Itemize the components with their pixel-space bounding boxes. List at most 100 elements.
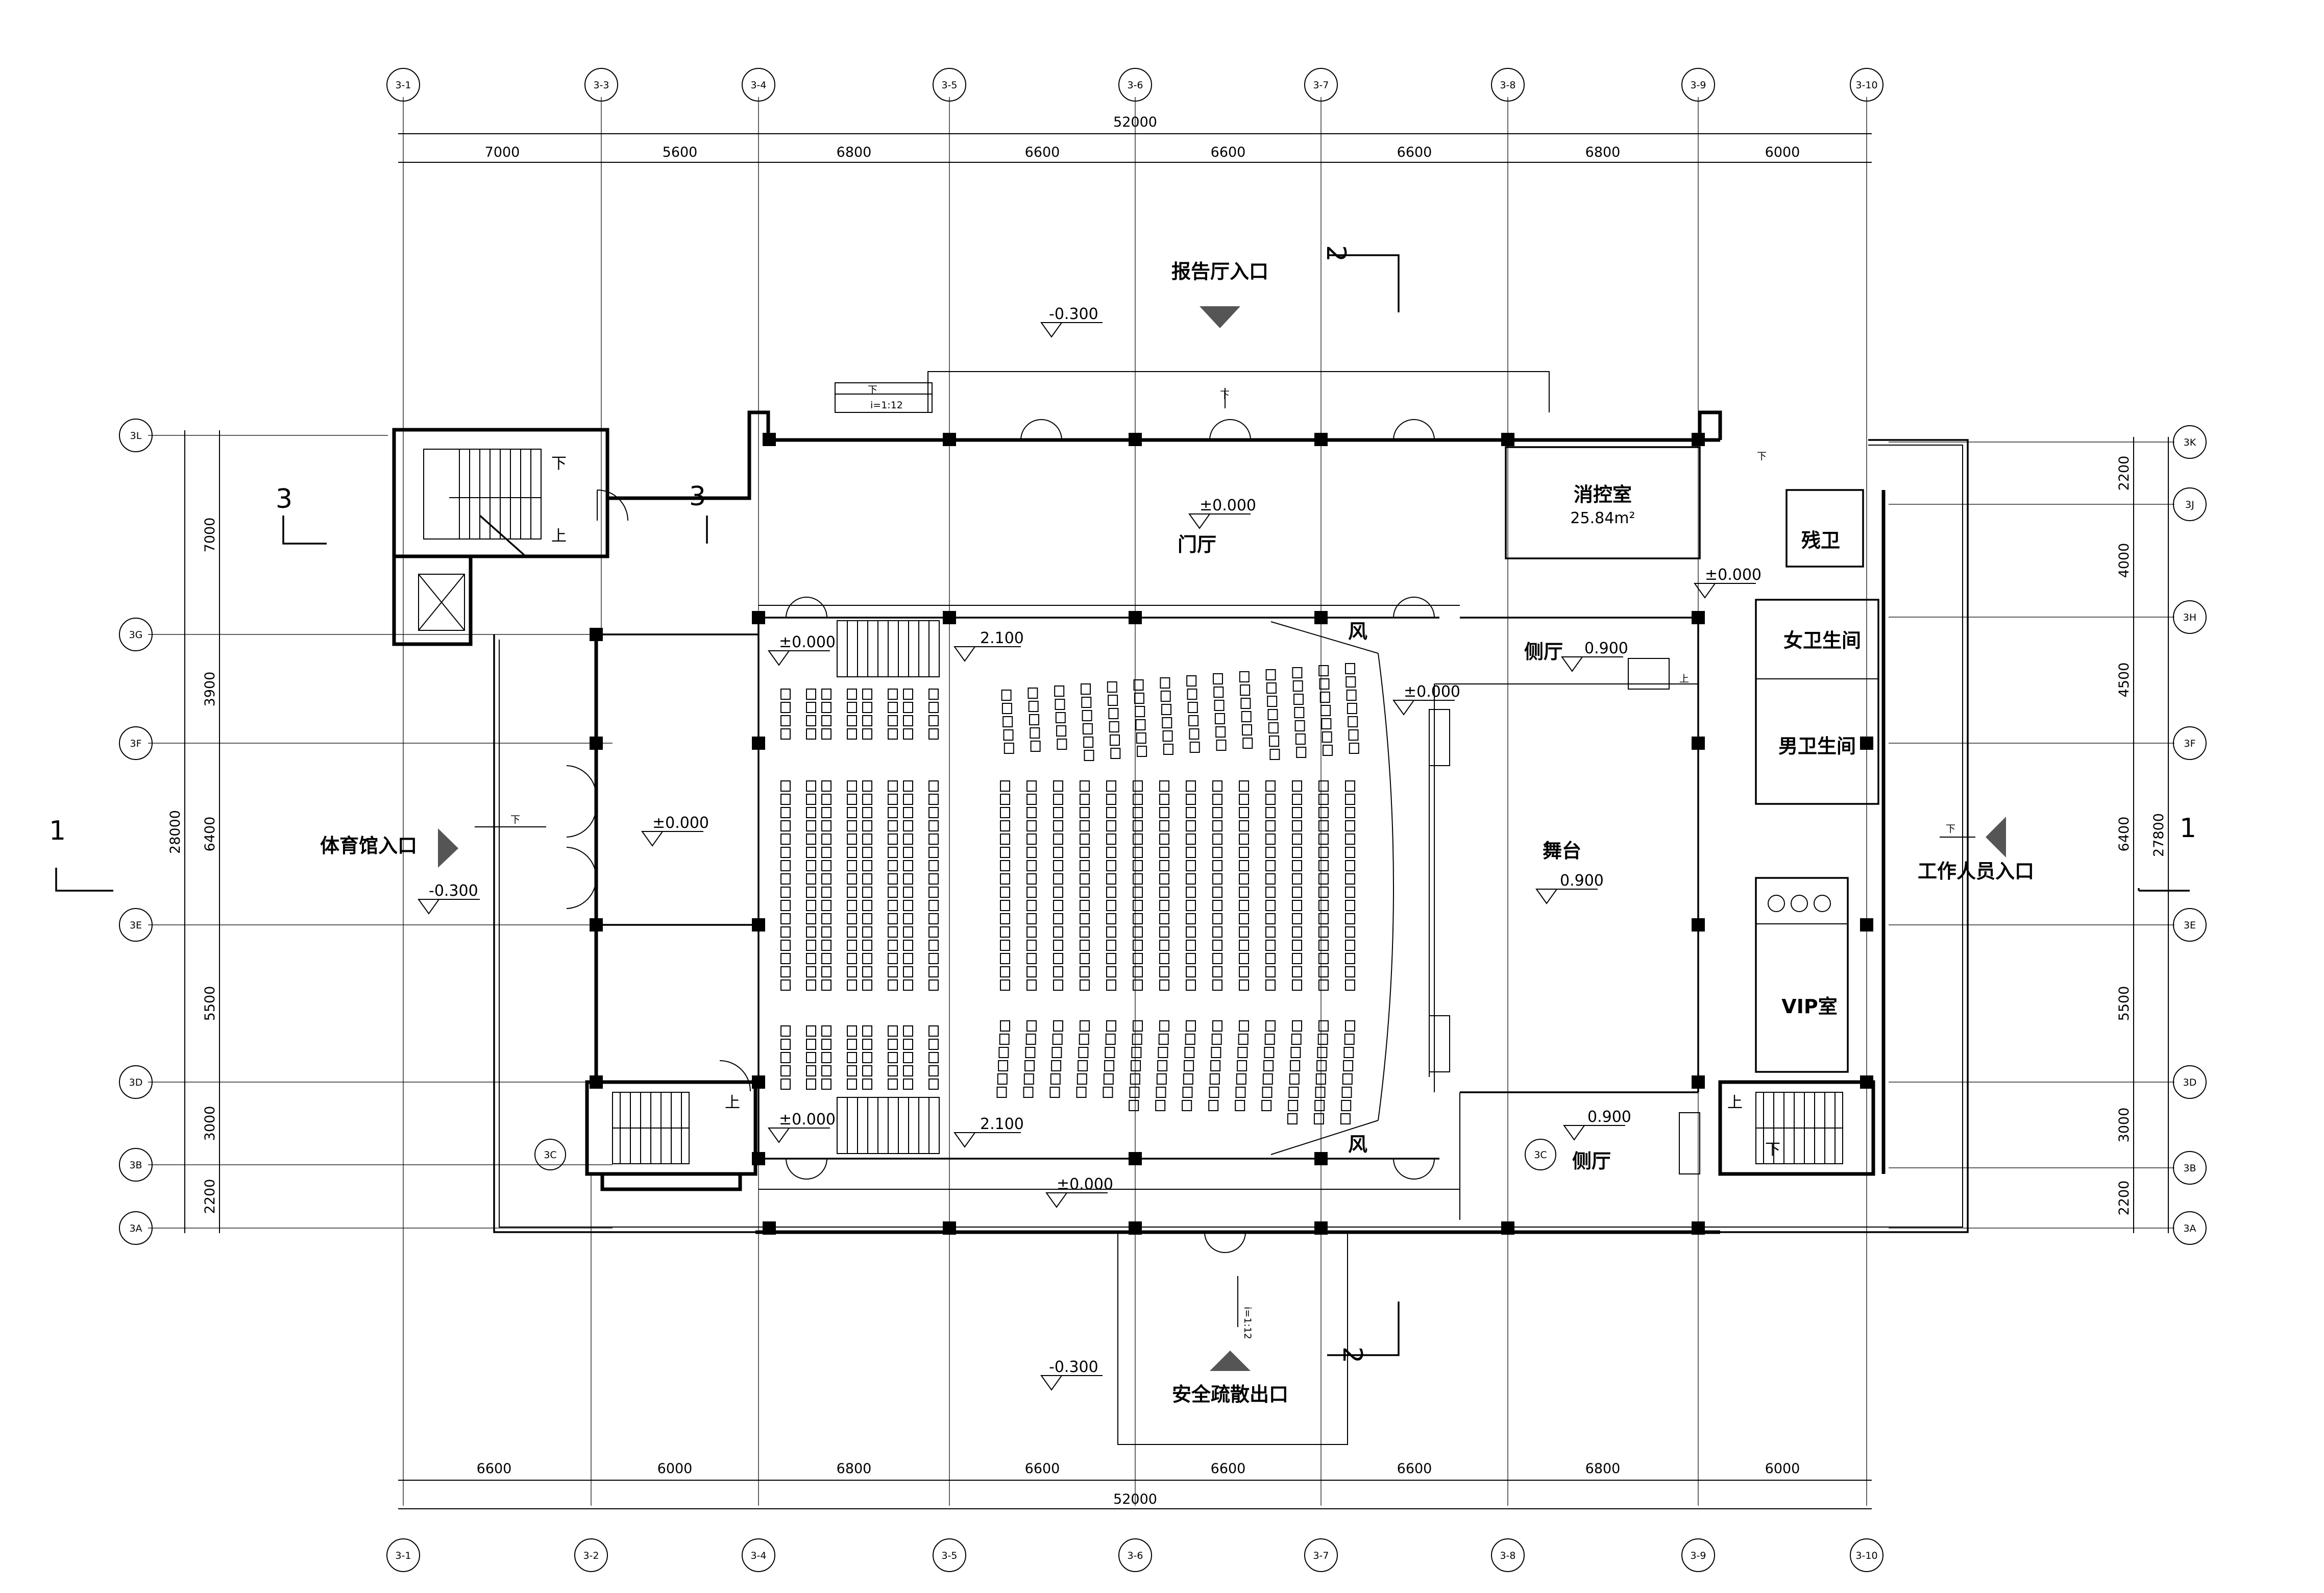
axis-label: 3-10 xyxy=(1855,1550,1877,1561)
seat xyxy=(1239,913,1249,924)
seat xyxy=(1026,820,1037,831)
dim-left-total: 28000 xyxy=(167,810,183,854)
axis-bubble-3c: 3C 3C xyxy=(534,1139,1556,1170)
seat xyxy=(1343,1060,1354,1071)
seat xyxy=(1053,834,1063,845)
seat xyxy=(903,807,913,818)
seat xyxy=(1265,669,1276,680)
seat xyxy=(1000,940,1010,951)
nw-stair-up: 上 xyxy=(551,527,567,545)
seat xyxy=(821,715,831,726)
seat xyxy=(888,728,898,740)
axis-label: 3E xyxy=(130,920,142,931)
seat xyxy=(928,860,939,871)
dim-left-4: 5500 xyxy=(202,986,218,1021)
seat xyxy=(1292,873,1302,885)
dim-left-1: 7000 xyxy=(202,518,218,553)
seat xyxy=(928,926,939,938)
seat xyxy=(1318,926,1329,938)
seat xyxy=(1320,705,1331,716)
seat xyxy=(1080,794,1090,805)
seat xyxy=(1189,728,1200,740)
seat xyxy=(862,860,872,871)
seat xyxy=(888,715,898,726)
seat xyxy=(1053,780,1063,792)
axis-label: 3-8 xyxy=(1500,80,1515,91)
se-stair-down: 下 xyxy=(1765,1141,1780,1159)
seat xyxy=(1345,979,1355,991)
seat xyxy=(1133,940,1143,951)
seat xyxy=(806,1025,816,1037)
seat xyxy=(1212,979,1222,991)
seat xyxy=(1053,860,1063,871)
seat xyxy=(847,780,857,792)
seat xyxy=(806,953,816,964)
seat xyxy=(1288,1087,1299,1098)
seat xyxy=(1106,1020,1116,1032)
seat xyxy=(780,913,791,924)
seat xyxy=(1292,913,1302,924)
seat xyxy=(1030,741,1041,752)
seat xyxy=(1318,966,1329,977)
elev-seat-left-bottom: ±0.000 xyxy=(779,1111,836,1129)
seat xyxy=(1026,1020,1037,1032)
seat xyxy=(1024,1060,1035,1071)
axis-label: 3-1 xyxy=(395,80,411,91)
seat xyxy=(1159,794,1169,805)
seat xyxy=(1292,807,1302,818)
seat xyxy=(1135,706,1145,717)
seat xyxy=(888,940,898,951)
seat xyxy=(1002,716,1013,727)
seat xyxy=(1081,697,1092,708)
dim-bottom-8: 6000 xyxy=(1765,1461,1800,1477)
seat xyxy=(1137,746,1147,757)
seat xyxy=(1345,913,1355,924)
north-ramp-arrow: 下 xyxy=(1220,389,1230,401)
seat xyxy=(1265,834,1276,845)
seat xyxy=(1292,953,1302,964)
axis-label: 3-7 xyxy=(1313,1550,1329,1561)
seat xyxy=(1001,703,1012,714)
seat xyxy=(1318,820,1329,831)
seat xyxy=(1000,834,1010,845)
dim-right-7: 2200 xyxy=(2116,1181,2132,1216)
seat xyxy=(903,702,913,713)
seat xyxy=(928,834,939,845)
seat xyxy=(1159,913,1169,924)
seat xyxy=(1186,1020,1196,1032)
seat xyxy=(888,926,898,938)
seat xyxy=(1313,1113,1324,1124)
elev-seat-bottom-right: 2.100 xyxy=(980,1115,1024,1133)
left-dimensions: 28000 7000 3900 6400 5500 3000 2200 xyxy=(167,430,220,1233)
seat xyxy=(1212,953,1222,964)
seat xyxy=(806,913,816,924)
seat xyxy=(1263,1060,1274,1071)
seat xyxy=(1083,737,1094,748)
seat xyxy=(1186,887,1196,898)
label-fire-control-area: 25.84m² xyxy=(1570,509,1635,527)
seat xyxy=(1026,873,1037,885)
seat xyxy=(928,940,939,951)
seat xyxy=(847,1065,857,1076)
seat xyxy=(903,834,913,845)
seat xyxy=(847,834,857,845)
seat xyxy=(1345,807,1355,818)
seat xyxy=(1132,1034,1142,1045)
seat xyxy=(1239,926,1249,938)
seat xyxy=(1162,730,1173,742)
seat xyxy=(862,1065,872,1076)
bottom-dimensions: 6600 6000 6800 6600 6600 6600 6800 6000 … xyxy=(398,1461,1872,1509)
section-3-left: 3 xyxy=(276,484,292,514)
seat xyxy=(1214,713,1225,724)
axis-label: 3E xyxy=(2184,920,2196,931)
seat xyxy=(780,926,791,938)
seat xyxy=(1053,926,1063,938)
seat xyxy=(780,728,791,740)
seat xyxy=(847,1052,857,1063)
seat xyxy=(903,820,913,831)
seat xyxy=(1053,820,1063,831)
auditorium-seating xyxy=(780,663,1359,1124)
seat xyxy=(1318,940,1329,951)
seat xyxy=(1136,732,1146,744)
seat xyxy=(862,953,872,964)
